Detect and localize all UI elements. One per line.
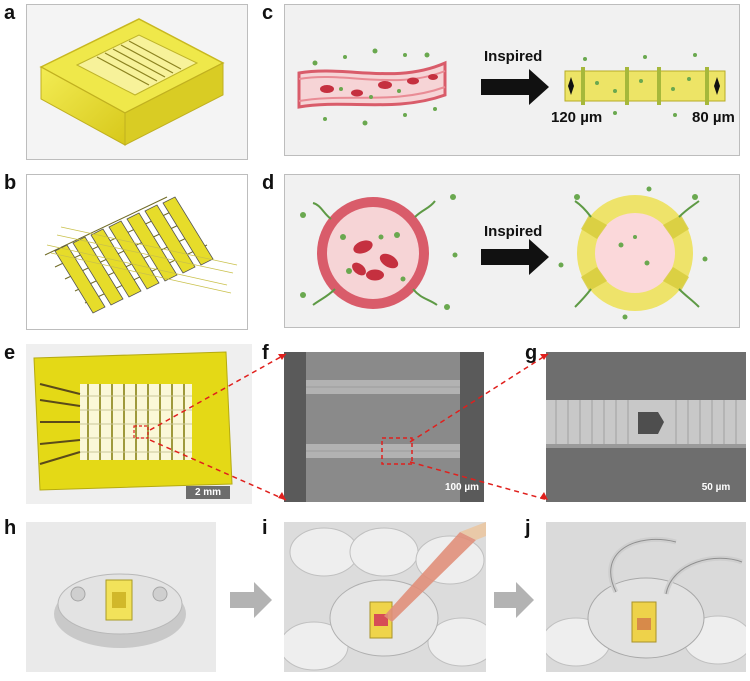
panel-h-device-photo (26, 522, 216, 672)
panel-label-f: f (262, 342, 269, 364)
panel-c-width-120: 120 µm (551, 109, 603, 126)
panel-e-scalebar: 2 mm (186, 486, 230, 499)
panel-i-pipetting-photo (284, 522, 486, 672)
panel-label-a: a (4, 2, 16, 24)
panel-f-scalebar: 100 µm (444, 482, 480, 493)
panel-label-d: d (262, 172, 275, 194)
panel-label-c: c (262, 2, 274, 24)
panel-c-inspired-label: Inspired (484, 48, 543, 65)
panel-c-vessel-schematic (284, 4, 740, 156)
panel-label-g: g (525, 342, 538, 364)
panel-d-inspired-label: Inspired (484, 223, 543, 240)
panel-label-b: b (4, 172, 17, 194)
panel-b-channel-model (26, 174, 248, 330)
panel-d-cross-section-schematic (284, 174, 740, 328)
panel-f-microscopy: 100 µm (284, 352, 484, 502)
panel-e-scalebar-text: 2 mm (194, 487, 222, 498)
panel-e-chip-photo: 2 mm (26, 344, 252, 504)
panel-label-h: h (4, 517, 17, 539)
panel-c-width-80: 80 µm (692, 109, 735, 126)
panel-g-scalebar-text: 50 µm (701, 482, 731, 493)
panel-label-e: e (4, 342, 16, 364)
panel-f-scalebar-text: 100 µm (444, 482, 480, 493)
panel-g-scalebar: 50 µm (696, 482, 736, 493)
panel-j-connected-device-photo (546, 522, 746, 672)
panel-label-j: j (525, 517, 531, 539)
panel-g-sem-image: 50 µm (546, 352, 746, 502)
panel-label-i: i (262, 517, 268, 539)
panel-a-chip-photo (26, 4, 248, 160)
